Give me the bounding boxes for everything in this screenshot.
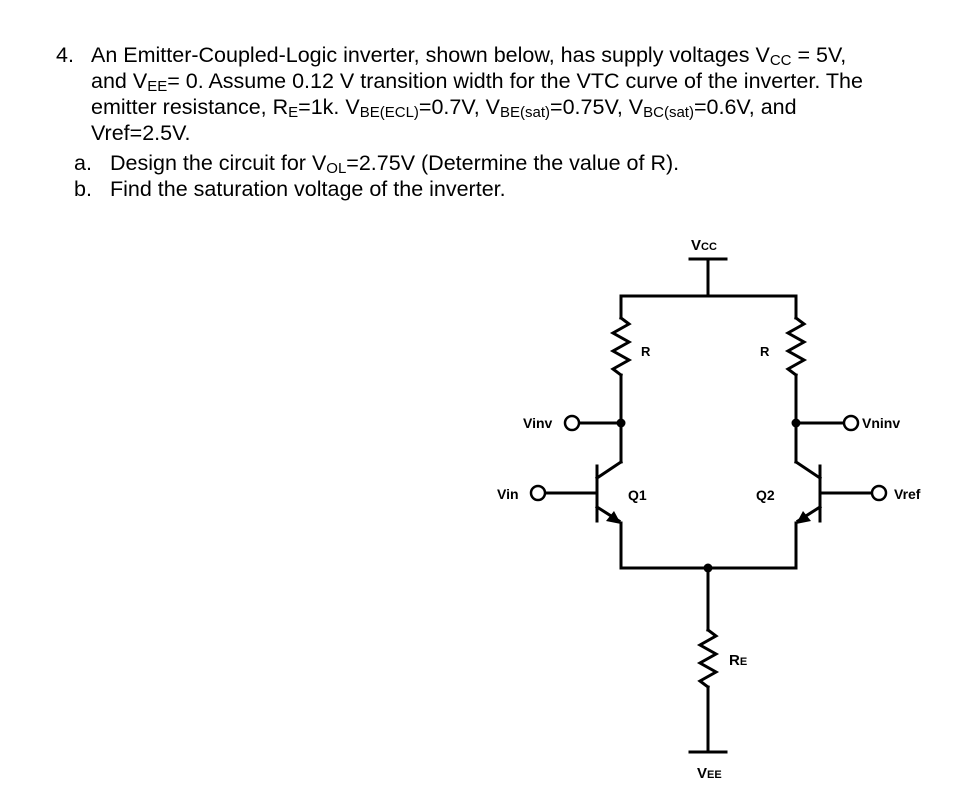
- vref-label: Vref: [894, 486, 921, 502]
- left-resistor-label: R: [641, 344, 651, 359]
- q1-collector-lead: [594, 459, 624, 481]
- q2-label: Q2: [756, 487, 775, 503]
- vinv-label: Vinv: [523, 415, 553, 431]
- problem-number: 4.: [56, 43, 74, 67]
- q1-label: Q1: [628, 487, 647, 503]
- left-resistor: [609, 315, 633, 378]
- part-a-text: Design the circuit for VOL=2.75V (Determ…: [110, 151, 680, 177]
- q2-collector-lead: [793, 459, 823, 481]
- vinv-junction: [616, 418, 626, 428]
- problem-line-1: An Emitter-Coupled-Logic inverter, shown…: [91, 43, 847, 69]
- vninv-terminal: [842, 414, 860, 432]
- vee-label: VEE: [697, 765, 722, 782]
- emitter-junction: [703, 563, 713, 573]
- vin-label: Vin: [497, 486, 519, 502]
- re-label: RE: [729, 652, 747, 669]
- vinv-terminal: [563, 414, 581, 432]
- q2-emitter-arrow: [796, 511, 811, 524]
- vninv-junction: [791, 418, 801, 428]
- q1-emitter-arrow: [606, 511, 621, 524]
- problem-line-4: Vref=2.5V.: [91, 121, 191, 145]
- problem-line-2: and VEE= 0. Assume 0.12 V transition wid…: [91, 69, 863, 95]
- vref-terminal: [870, 484, 888, 502]
- right-resistor: [784, 315, 808, 378]
- right-resistor-label: R: [760, 344, 770, 359]
- circuit-wires: [543, 257, 874, 754]
- part-a-letter: a.: [74, 151, 92, 175]
- problem-line-3: emitter resistance, RE=1k. VBE(ECL)=0.7V…: [91, 95, 797, 121]
- part-b-text: Find the saturation voltage of the inver…: [110, 177, 506, 201]
- emitter-resistor: [696, 627, 720, 690]
- part-b-letter: b.: [74, 177, 92, 201]
- vin-terminal: [529, 484, 547, 502]
- vcc-label: VCC: [691, 237, 717, 254]
- vninv-label: Vninv: [862, 415, 900, 431]
